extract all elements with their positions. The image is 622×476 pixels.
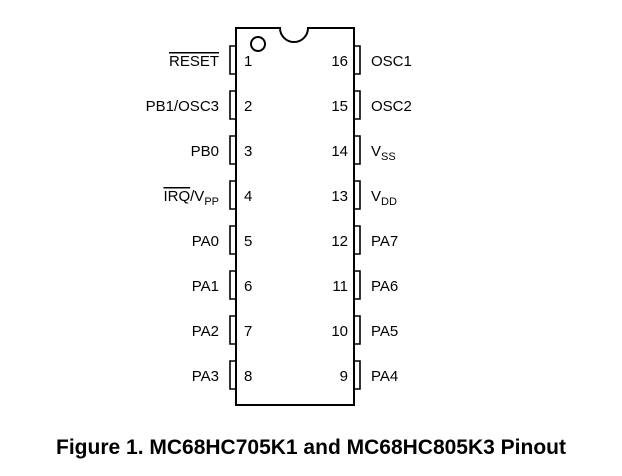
pin-label-3-name: PB0 xyxy=(191,143,219,160)
pin-label-6-name: PA1 xyxy=(192,278,219,295)
pin-label-13-name: V xyxy=(371,188,381,205)
pin-lead-4 xyxy=(229,180,236,210)
pin-number-6: 6 xyxy=(244,278,252,295)
pin-lead-2 xyxy=(229,90,236,120)
pin-label-12: PA7 xyxy=(371,233,398,250)
pin-lead-14 xyxy=(354,135,361,165)
pin-number-5: 5 xyxy=(244,233,252,250)
pin-label-11-name: PA6 xyxy=(371,278,398,295)
pin-label-8: PA3 xyxy=(192,368,219,385)
pin-number-15: 15 xyxy=(331,98,348,115)
pin-lead-3 xyxy=(229,135,236,165)
chip-body xyxy=(235,27,355,406)
pin-lead-5 xyxy=(229,225,236,255)
pin-label-14-subscript: SS xyxy=(381,151,396,163)
package-outline xyxy=(235,27,355,406)
left-pin-group: 1 RESET 2 PB1/OSC3 3 PB0 4 IRQ/VPP 5 PA0 6 PA1 7 PA2 8… xyxy=(146,45,252,390)
pin-label-13-subscript: DD xyxy=(381,196,397,208)
pin-number-14: 14 xyxy=(331,143,348,160)
pin-number-11: 11 xyxy=(332,278,348,295)
pin-label-14-name: V xyxy=(371,143,381,160)
pin-label-10-name: PA5 xyxy=(371,323,398,340)
pin-lead-10 xyxy=(354,315,361,345)
pin-label-13: VDD xyxy=(371,188,397,208)
pin-label-1-name: RESET xyxy=(169,53,219,70)
pin-label-2-name: PB1/OSC3 xyxy=(146,98,219,115)
pin-number-3: 3 xyxy=(244,143,252,160)
pin-number-4: 4 xyxy=(244,188,252,205)
pin-number-7: 7 xyxy=(244,323,252,340)
pin-label-16-name: OSC1 xyxy=(371,53,412,70)
pin-label-16: OSC1 xyxy=(371,53,412,70)
pin-label-9-name: PA4 xyxy=(371,368,398,385)
pin-lead-1 xyxy=(229,45,236,75)
pin-label-15-name: OSC2 xyxy=(371,98,412,115)
pin-label-4-name: IRQ xyxy=(163,188,190,205)
pin-number-13: 13 xyxy=(331,188,348,205)
pin1-indicator-dot xyxy=(250,36,266,52)
figure-caption: Figure 1. MC68HC705K1 and MC68HC805K3 Pi… xyxy=(56,436,566,459)
pin-label-15: OSC2 xyxy=(371,98,412,115)
pin-label-8-name: PA3 xyxy=(192,368,219,385)
pin-label-2: PB1/OSC3 xyxy=(146,98,219,115)
pin-label-7: PA2 xyxy=(192,323,219,340)
pin-lead-13 xyxy=(354,180,361,210)
pin-lead-11 xyxy=(354,270,361,300)
pin-number-9: 9 xyxy=(340,368,348,385)
pin-label-4-suffix: /V xyxy=(190,188,204,205)
pin-lead-7 xyxy=(229,315,236,345)
pin-label-14: VSS xyxy=(371,143,396,163)
pin-label-6: PA1 xyxy=(192,278,219,295)
pin-label-11: PA6 xyxy=(371,278,398,295)
pin-number-8: 8 xyxy=(244,368,252,385)
pin-label-3: PB0 xyxy=(191,143,219,160)
pin-number-16: 16 xyxy=(331,53,348,70)
pin-number-1: 1 xyxy=(244,53,252,70)
pin-lead-8 xyxy=(229,360,236,390)
pin-label-12-name: PA7 xyxy=(371,233,398,250)
pin-lead-15 xyxy=(354,90,361,120)
pin-label-5: PA0 xyxy=(192,233,219,250)
pin-label-4: IRQ/VPP xyxy=(163,188,219,208)
pin-number-10: 10 xyxy=(331,323,348,340)
pin-label-4-subscript: PP xyxy=(204,196,219,208)
pin-label-9: PA4 xyxy=(371,368,398,385)
pin-label-5-name: PA0 xyxy=(192,233,219,250)
pin-lead-9 xyxy=(354,360,361,390)
pin-lead-12 xyxy=(354,225,361,255)
pin-label-10: PA5 xyxy=(371,323,398,340)
pin-number-12: 12 xyxy=(331,233,348,250)
pin-lead-16 xyxy=(354,45,361,75)
pin-label-1: RESET xyxy=(169,53,219,70)
pin-lead-6 xyxy=(229,270,236,300)
pin-number-2: 2 xyxy=(244,98,252,115)
pin-label-7-name: PA2 xyxy=(192,323,219,340)
